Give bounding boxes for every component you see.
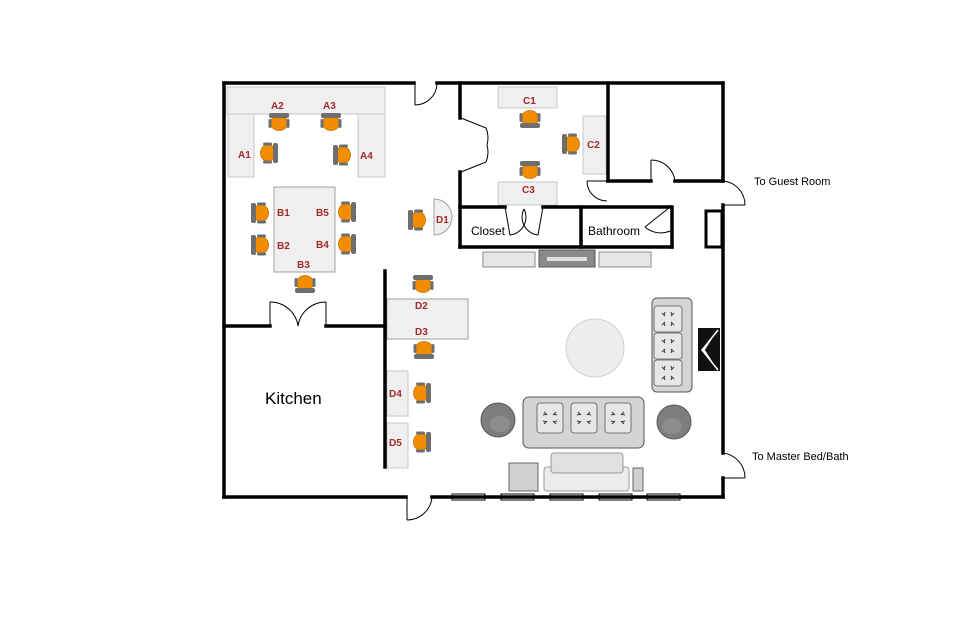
chair-c3[interactable] <box>519 160 541 179</box>
armchair-left <box>480 402 516 438</box>
seat-label-d2: D2 <box>415 301 428 312</box>
table-d2-d3 <box>386 298 469 340</box>
side-table-right <box>632 467 644 492</box>
label-to-guest-room: To Guest Room <box>754 176 830 188</box>
doors <box>269 83 746 521</box>
chair-b5[interactable] <box>338 201 357 223</box>
chair-c1[interactable] <box>519 110 541 129</box>
counter-right <box>357 113 386 178</box>
seat-label-d3: D3 <box>415 327 428 338</box>
seat-label-b3: B3 <box>297 260 310 271</box>
seat-label-a3: A3 <box>323 101 336 112</box>
chair-a4[interactable] <box>332 144 351 166</box>
seat-label-b4: B4 <box>316 240 329 251</box>
chair-d4[interactable] <box>413 382 432 404</box>
seat-label-b2: B2 <box>277 241 290 252</box>
seat-label-d5: D5 <box>389 438 402 449</box>
sofa-right <box>651 297 693 393</box>
armchair-right <box>656 404 692 440</box>
seat-label-b5: B5 <box>316 208 329 219</box>
sofa-bottom <box>522 396 645 449</box>
counter-top <box>226 86 386 115</box>
chair-a2[interactable] <box>268 112 290 131</box>
walls <box>222 81 725 499</box>
table-d1 <box>433 198 453 236</box>
chair-d1[interactable] <box>407 209 426 231</box>
chair-b2[interactable] <box>250 234 269 256</box>
chair-d2[interactable] <box>412 274 434 293</box>
chair-b1[interactable] <box>250 202 269 224</box>
seat-label-c2: C2 <box>587 140 600 151</box>
room-label-kitchen: Kitchen <box>265 389 322 408</box>
counter-d5 <box>386 422 409 469</box>
seat-label-c3: C3 <box>522 185 535 196</box>
round-rug <box>565 318 625 378</box>
tv-screen <box>547 257 587 261</box>
room-label-closet: Closet <box>471 224 506 238</box>
table-c2 <box>582 115 607 175</box>
seat-label-a1: A1 <box>238 150 251 161</box>
side-table-left <box>508 462 539 492</box>
table-b <box>273 186 336 273</box>
shelf-left <box>482 251 536 268</box>
chair-b3[interactable] <box>294 275 316 294</box>
seat-label-a4: A4 <box>360 151 373 162</box>
chair-d5[interactable] <box>413 431 432 453</box>
seat-label-b1: B1 <box>277 208 290 219</box>
table-c1 <box>497 86 558 109</box>
seat-label-c1: C1 <box>523 96 536 107</box>
seat-label-d1: D1 <box>436 215 449 226</box>
chair-a1[interactable] <box>260 142 279 164</box>
table-c3 <box>497 181 558 206</box>
wall-cabinet <box>704 209 724 249</box>
chair-a3[interactable] <box>320 112 342 131</box>
chair-d3[interactable] <box>413 341 435 360</box>
seat-label-a2: A2 <box>271 101 284 112</box>
counter-d4 <box>386 370 409 417</box>
counter-left <box>227 113 255 178</box>
seat-label-d4: D4 <box>389 389 402 400</box>
bench <box>543 452 630 492</box>
chair-b4[interactable] <box>338 233 357 255</box>
label-to-master-bed-bath: To Master Bed/Bath <box>752 451 849 463</box>
chair-c2[interactable] <box>561 133 580 155</box>
fireplace <box>698 328 720 371</box>
room-label-bathroom: Bathroom <box>588 224 640 238</box>
shelf-right <box>598 251 652 268</box>
